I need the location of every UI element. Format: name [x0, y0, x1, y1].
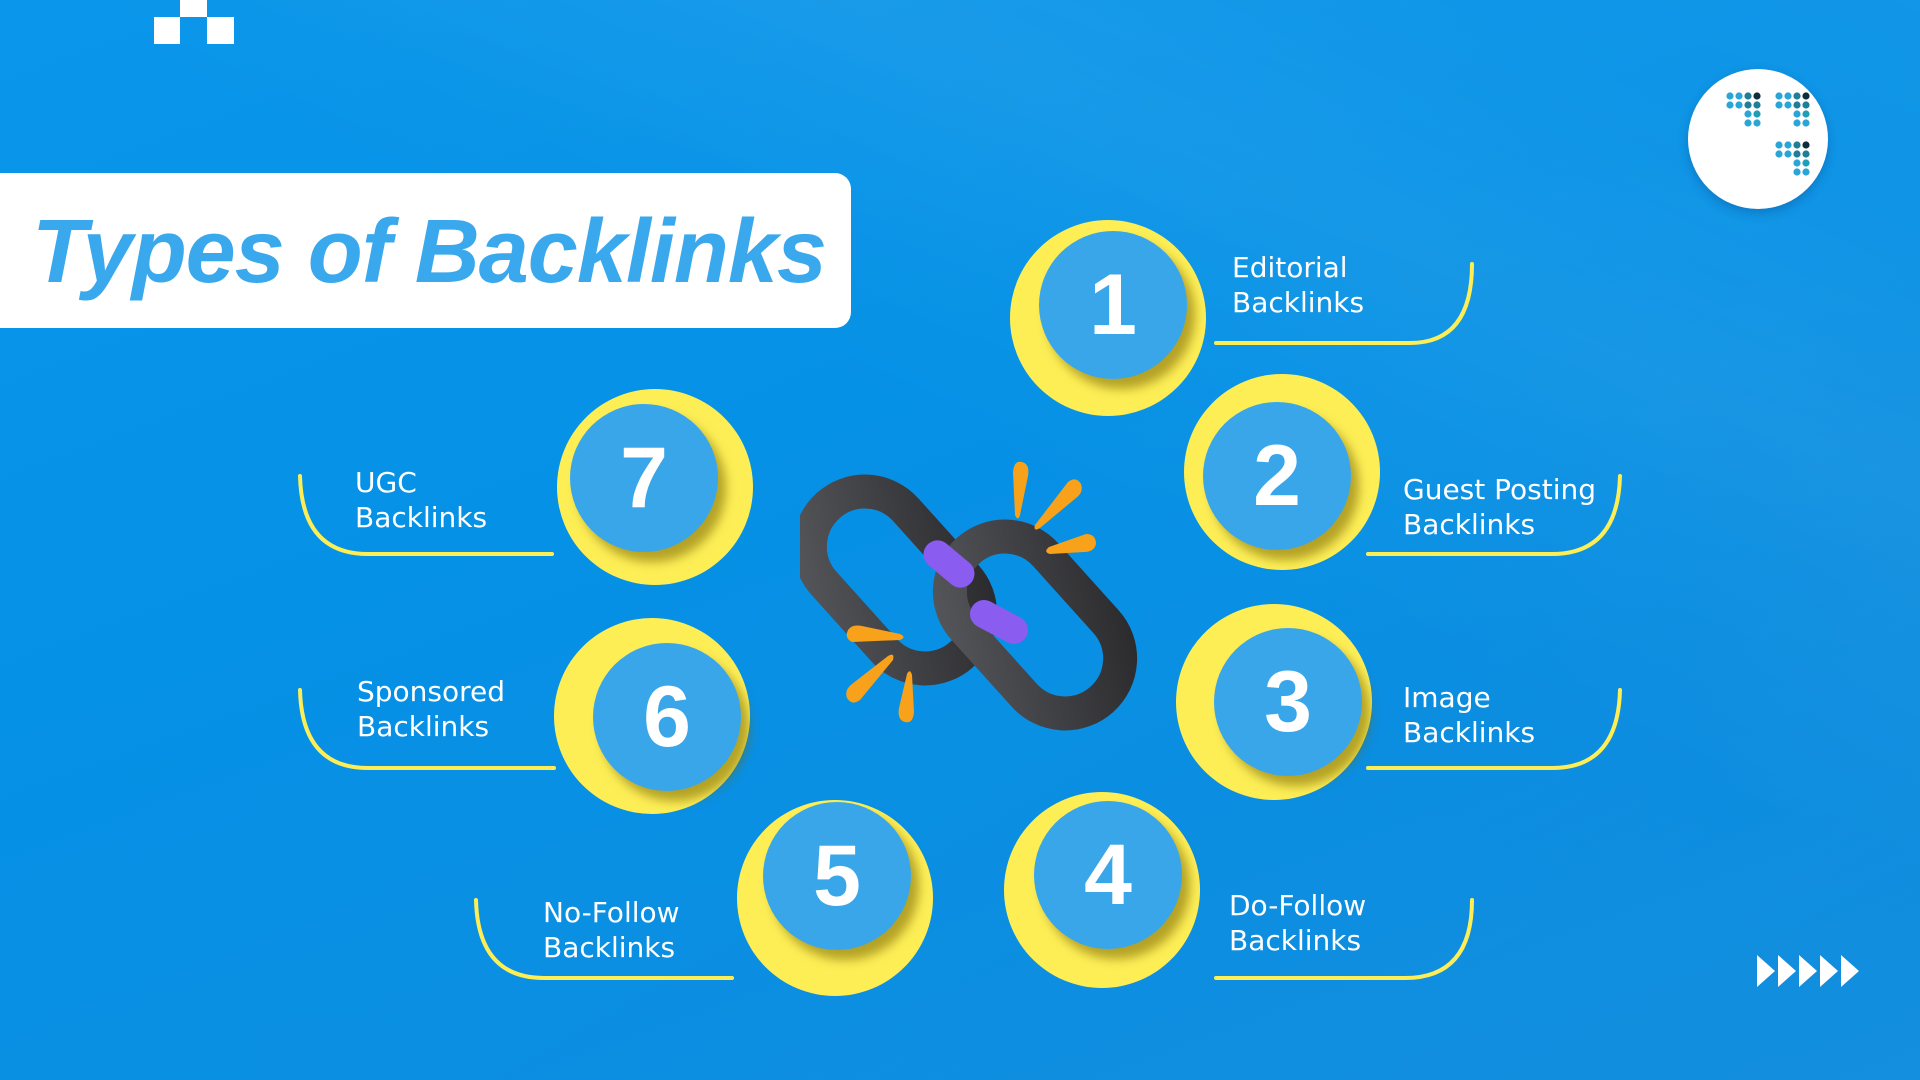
fast-forward-arrows-icon[interactable] [1757, 951, 1865, 991]
number-badge-3: 3 [1214, 628, 1362, 776]
connector-curve [1214, 898, 1474, 980]
brand-logo [1688, 69, 1828, 209]
page-title: Types of Backlinks [32, 202, 827, 302]
connector-curve [1366, 688, 1622, 770]
title-banner: Types of Backlinks [0, 173, 851, 328]
connector-curve [1214, 262, 1474, 345]
number-badge-1: 1 [1039, 231, 1187, 379]
number-badge-2: 2 [1203, 402, 1351, 550]
number-badge-7: 7 [570, 404, 718, 552]
connector-curve [298, 474, 554, 556]
connector-curve [1366, 474, 1622, 556]
number-badge-6: 6 [593, 643, 741, 791]
connector-curve [474, 898, 734, 980]
broken-chain-icon [800, 461, 1138, 731]
number-badge-4: 4 [1034, 801, 1182, 949]
number-badge-5: 5 [763, 802, 911, 950]
dotted-77-logo-icon [1726, 92, 1810, 176]
connector-curve [298, 688, 556, 770]
